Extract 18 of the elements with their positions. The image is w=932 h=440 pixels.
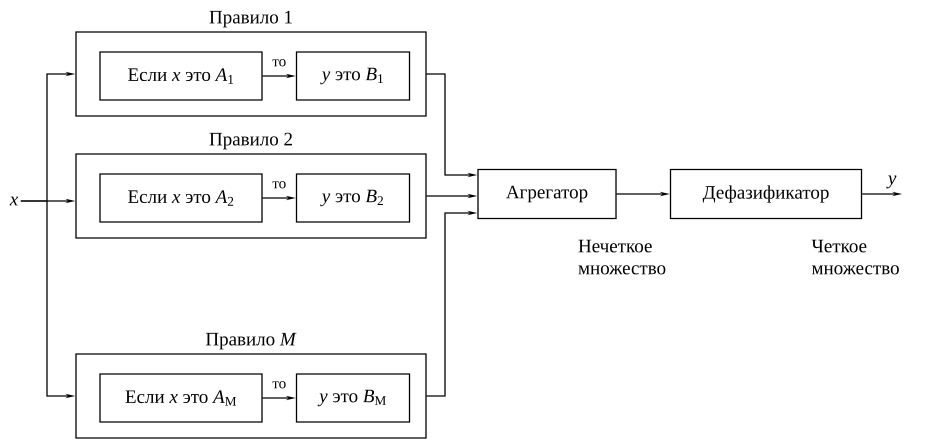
node-label: Правило 2 <box>210 132 292 150</box>
edge-label: то <box>271 180 288 190</box>
process-box: Если x это A$_{2}$ <box>99 173 263 223</box>
annotation-text: Четкое множество <box>812 240 899 274</box>
process-box: Если x это A$_{1}$ <box>99 51 263 101</box>
node-label: Правило 1 <box>210 10 292 28</box>
process-box: y это B$_{M}$ <box>296 373 410 423</box>
node-label: Правило M <box>206 332 297 350</box>
process-box: Дефазификатор <box>670 168 862 220</box>
edge-label: y <box>886 176 896 188</box>
process-box: y это B$_{1}$ <box>296 51 410 101</box>
annotation-text: Нечеткое множество <box>578 240 666 274</box>
edge-label: то <box>271 58 288 68</box>
process-box: y это B$_{2}$ <box>296 173 410 223</box>
process-box: Если x это A$_{M}$ <box>99 373 263 423</box>
process-box: Агрегатор <box>477 168 617 220</box>
input-label: x <box>10 196 18 206</box>
edge-label: то <box>271 380 288 390</box>
